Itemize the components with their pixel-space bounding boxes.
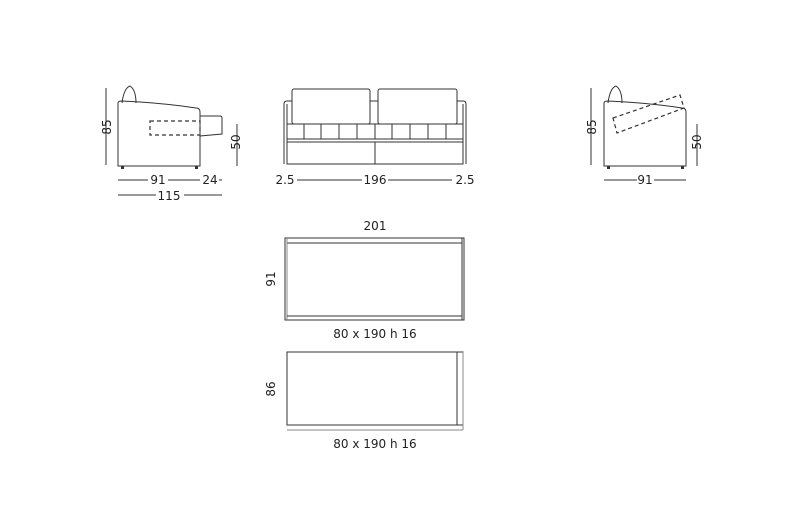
right-arm-2-5-label: 2.5 xyxy=(455,173,474,187)
mattress-size-label-bottom: 80 x 190 h 16 xyxy=(333,437,416,451)
plan-view-top: 201 91 80 x 190 h 16 xyxy=(264,219,465,341)
seat-height-50-label-right: 50 xyxy=(690,134,704,149)
height-85-label-right: 85 xyxy=(585,119,599,134)
left-arm-2-5-label: 2.5 xyxy=(275,173,294,187)
depth-91-label: 91 xyxy=(150,173,165,187)
plan-width-201-label: 201 xyxy=(364,219,387,233)
plan-view-bottom: 86 80 x 190 h 16 xyxy=(264,351,464,451)
width-196-label: 196 xyxy=(364,173,387,187)
total-depth-115-label: 115 xyxy=(158,189,181,203)
depth-91-label-right: 91 xyxy=(637,173,652,187)
seat-height-50-label: 50 xyxy=(229,134,243,149)
front-view: 2.5 196 2.5 xyxy=(275,88,475,187)
extension-24-label: 24 xyxy=(202,173,217,187)
mattress-size-label-top: 80 x 190 h 16 xyxy=(333,327,416,341)
plan-depth-86-label: 86 xyxy=(264,381,278,396)
side-view-left: 85 50 91 24 115 xyxy=(100,85,243,203)
plan-depth-91-label: 91 xyxy=(264,271,278,286)
height-85-label: 85 xyxy=(100,119,114,134)
side-view-right: 85 50 91 xyxy=(585,85,704,187)
